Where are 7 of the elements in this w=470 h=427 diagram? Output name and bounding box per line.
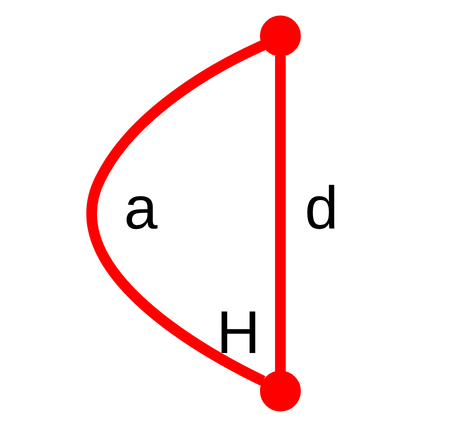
node-circle [259, 370, 300, 412]
connector [274, 56, 286, 372]
edge-label: a [124, 173, 158, 242]
connector [86, 40, 265, 386]
edge-label: d [304, 173, 338, 242]
node-label: H [216, 298, 260, 366]
node-circle [259, 16, 300, 56]
